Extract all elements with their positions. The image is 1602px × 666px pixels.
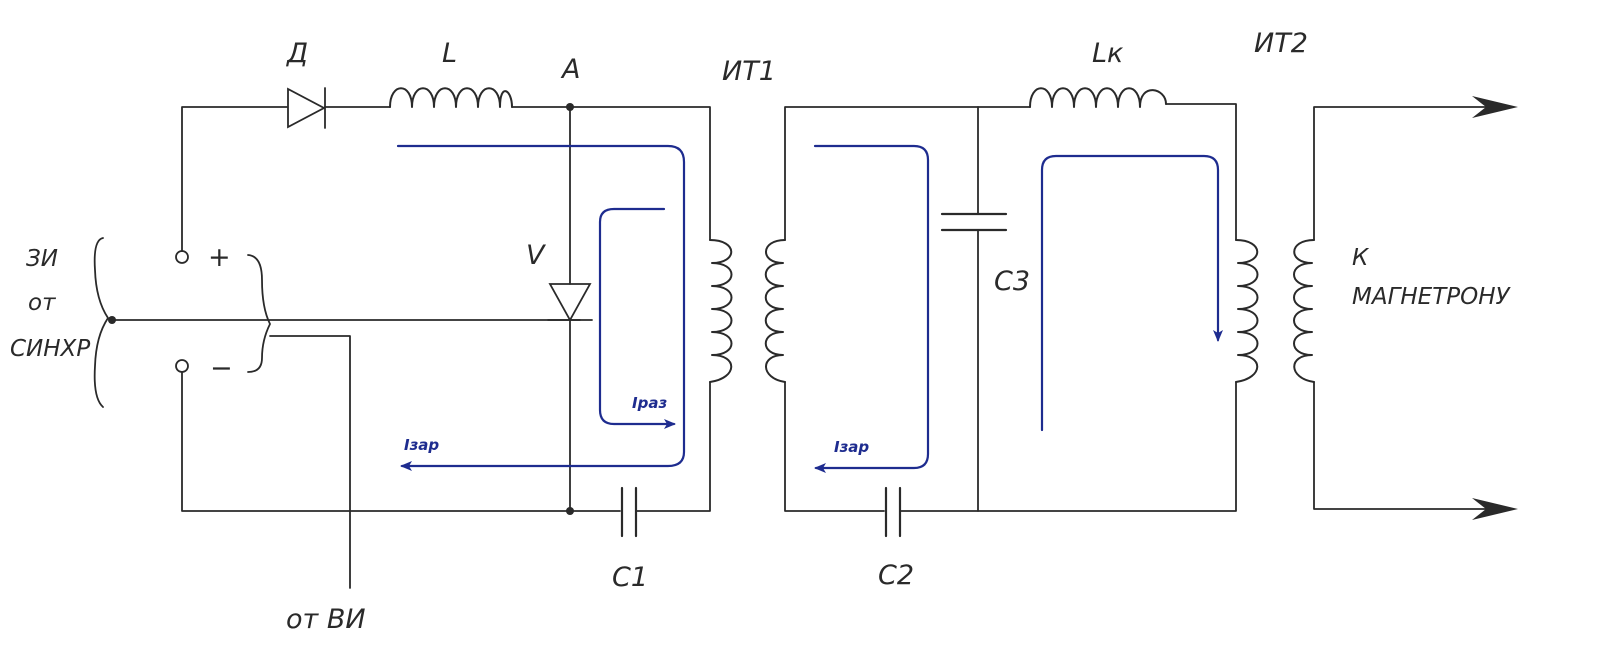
- it2-primary-coil: [1235, 239, 1259, 383]
- input-brace: [93, 237, 109, 408]
- current-paths: [396, 144, 1223, 473]
- output-bottom-wire: [1313, 381, 1511, 510]
- top-left-wire: [181, 106, 288, 252]
- it2-secondary-coil: [1293, 239, 1315, 383]
- secondary-top-wire: [784, 106, 1031, 241]
- label-transformer-1: ИТ1: [722, 56, 776, 87]
- label-to-magnetron-line1: К: [1352, 245, 1370, 271]
- diode-d-triangle: [287, 87, 326, 129]
- label-input-line2: от: [28, 290, 56, 316]
- inductor-lk-coil: [1029, 87, 1167, 108]
- label-current-charge-1: Iзар: [404, 436, 439, 454]
- secondary-bottom-wire: [784, 381, 885, 512]
- bottom-mid-wire: [635, 381, 711, 512]
- input-section: [93, 237, 581, 589]
- bottom-left-wire: [181, 371, 621, 512]
- resonant-current-path: [1040, 154, 1223, 432]
- label-capacitor-c1: С1: [612, 562, 648, 593]
- plus-terminal: [175, 250, 189, 264]
- right-bottom-wire: [899, 381, 1237, 512]
- lk-right-wire: [1165, 103, 1237, 241]
- label-inductor-lk: Lк: [1092, 38, 1124, 69]
- label-input-line1: ЗИ: [26, 246, 58, 272]
- primary-circuit: [181, 87, 733, 538]
- terminal-brace: [247, 254, 271, 373]
- label-minus: −: [210, 353, 233, 384]
- label-capacitor-c2: С2: [878, 560, 914, 591]
- label-capacitor-c3: С3: [994, 266, 1030, 297]
- label-current-charge-2: Iзар: [834, 438, 869, 456]
- charge-current-1-path: [396, 144, 686, 471]
- discharge-current-path: [598, 207, 676, 429]
- label-input-line3: СИНХР: [10, 336, 90, 362]
- labels: Д L A ИТ1 Lк ИТ2 V С1 С2 С3 + − ЗИ от СИ…: [10, 28, 1512, 635]
- output-circuit: [1293, 96, 1518, 520]
- minus-terminal: [175, 359, 189, 373]
- label-inductor-l: L: [442, 38, 457, 69]
- thyristor-triangle: [548, 283, 592, 322]
- capacitor-c1: [620, 381, 711, 538]
- from-vi-wire: [269, 335, 351, 589]
- label-transformer-2: ИТ2: [1254, 28, 1308, 59]
- inductor-l-coil: [389, 87, 513, 108]
- top-mid-wire: [511, 106, 711, 241]
- label-to-magnetron-line2: МАГНЕТРОНУ: [1352, 284, 1512, 310]
- output-bottom-arrow: [1472, 498, 1518, 520]
- label-plus: +: [208, 242, 231, 273]
- label-current-discharge: Iраз: [632, 394, 667, 412]
- label-from-vi: от ВИ: [286, 604, 366, 635]
- label-node-a: A: [560, 54, 580, 85]
- it1-primary-coil: [709, 239, 733, 383]
- secondary-circuit: [764, 87, 1259, 538]
- it1-secondary-coil: [764, 239, 786, 383]
- charge-current-2-path: [813, 144, 930, 473]
- diode-d: [287, 87, 391, 129]
- label-diode-d: Д: [286, 38, 308, 69]
- output-top-wire: [1313, 106, 1511, 241]
- thyristor-v: [547, 106, 593, 512]
- output-top-arrow: [1472, 96, 1518, 118]
- label-thyristor-v: V: [526, 240, 547, 271]
